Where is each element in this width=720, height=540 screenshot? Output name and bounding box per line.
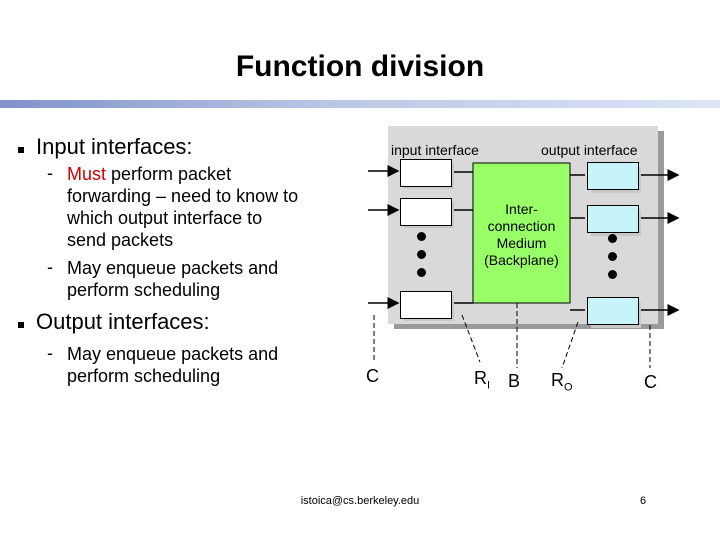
interconnect-label: Inter- connection Medium (Backplane) <box>473 201 570 269</box>
bullet-square <box>18 322 24 328</box>
signal-b: B <box>508 371 521 391</box>
bullet-input-interfaces: Input interfaces: <box>36 134 193 159</box>
sub-bullet-line: perform scheduling <box>67 280 221 300</box>
signal-c-right: C <box>644 372 657 392</box>
output-interface-label: output interface <box>541 142 638 158</box>
dash-marker: - <box>47 257 53 277</box>
sub-bullet-must-forward: Must perform packet forwarding – need to… <box>67 163 347 251</box>
sub-bullet-text: perform packet <box>106 164 232 184</box>
ellipsis-dot <box>417 232 426 241</box>
sub-bullet-line: send packets <box>67 230 174 250</box>
output-interface-box <box>587 205 639 233</box>
signal-ri-main: R <box>474 368 487 388</box>
guide-ro <box>561 321 579 369</box>
bullet-output-interfaces: Output interfaces: <box>36 309 210 334</box>
signal-ri-sub: I <box>487 379 491 392</box>
input-interface-box <box>400 291 452 319</box>
dash-marker: - <box>47 343 53 363</box>
dash-marker: - <box>47 163 53 183</box>
footer-email: istoica@cs.berkeley.edu <box>300 495 420 507</box>
interconnect-line: Inter- <box>505 201 538 217</box>
interconnect-line: (Backplane) <box>484 252 559 268</box>
ellipsis-dot <box>608 252 617 261</box>
output-interface-box <box>587 297 639 325</box>
signal-ro-main: R <box>551 370 564 390</box>
signal-ro-sub: O <box>564 381 573 394</box>
bullet-square <box>18 147 24 153</box>
slide-title: Function division <box>235 50 485 83</box>
signal-c-left: C <box>366 366 379 386</box>
sub-bullet-output-enqueue: May enqueue packets and perform scheduli… <box>67 343 347 387</box>
signal-ri: RI <box>474 368 490 392</box>
page-number: 6 <box>640 495 647 507</box>
interconnect-box <box>472 162 571 304</box>
input-interface-box <box>400 159 452 187</box>
ellipsis-dot <box>608 270 617 279</box>
sub-bullet-line: forwarding – need to know to <box>67 186 299 206</box>
input-interface-box <box>400 198 452 226</box>
sub-bullet-input-enqueue: May enqueue packets and perform scheduli… <box>67 257 347 301</box>
sub-bullet-line: May enqueue packets and <box>67 344 279 364</box>
guide-ri <box>461 314 481 363</box>
ellipsis-dot <box>608 234 617 243</box>
output-interface-box <box>587 162 639 190</box>
highlight-must: Must <box>67 164 107 184</box>
interconnect-line: Medium <box>496 235 547 251</box>
input-interface-label: input interface <box>391 142 479 158</box>
title-underline-bar <box>0 100 720 108</box>
signal-ro: RO <box>551 370 573 394</box>
ellipsis-dot <box>417 268 426 277</box>
ellipsis-dot <box>417 250 426 259</box>
sub-bullet-line: May enqueue packets and <box>67 258 279 278</box>
sub-bullet-line: perform scheduling <box>67 366 221 386</box>
interconnect-line: connection <box>487 218 556 234</box>
sub-bullet-line: which output interface to <box>67 208 263 228</box>
